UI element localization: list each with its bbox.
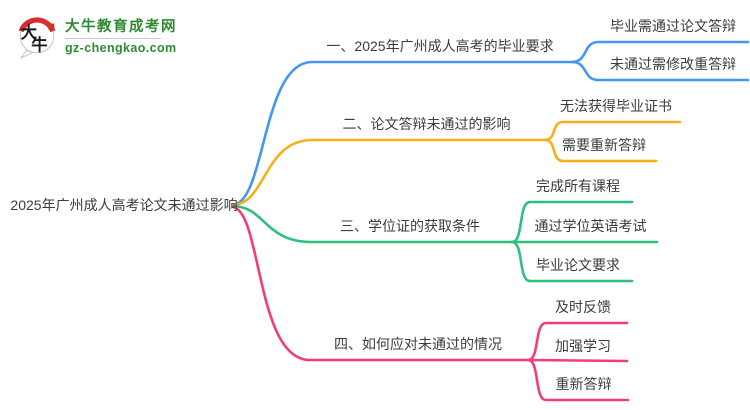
site-logo-url: gz-chengkao.com: [65, 40, 177, 55]
branch-4-child-3: 重新答辩: [555, 376, 612, 392]
svg-text:大: 大: [21, 23, 38, 42]
branch-1-child-1: 毕业需通过论文答辩: [610, 18, 736, 34]
root-topic: 2025年广州成人高考论文未通过影响: [10, 197, 238, 213]
branch-1-child-2: 未通过需修改重答辩: [610, 56, 736, 72]
branch-4-child-3-line: [526, 358, 630, 402]
branch-1-line: [231, 60, 574, 207]
branch-1-child-2-line: [570, 60, 750, 82]
site-logo-title: 大牛教育成考网: [65, 18, 177, 35]
branch-2-child-2-line: [543, 138, 658, 163]
branch-2-child-1: 无法获得毕业证书: [560, 98, 672, 114]
branch-3-child-1: 完成所有课程: [536, 178, 620, 194]
branch-3-line: [231, 204, 514, 244]
branch-2-child-2: 需要重新答辩: [562, 137, 646, 153]
branch-3-child-2: 通过学位英语考试: [534, 218, 647, 234]
branch-3-child-1-line: [510, 200, 634, 244]
svg-text:牛: 牛: [31, 35, 47, 54]
branch-4-child-1-line: [526, 321, 629, 362]
daniu-logo-icon: 大 牛: [18, 17, 56, 59]
branch-4-child-2: 加强学习: [555, 338, 611, 354]
branch-4-line: [231, 205, 530, 362]
branch-4-topic: 四、如何应对未通过的情况: [334, 336, 502, 352]
branch-3-child-3: 毕业论文要求: [536, 257, 620, 273]
branch-4-child-2-line: [526, 358, 629, 363]
branch-2-line: [231, 138, 547, 207]
site-logo: 大 牛 大牛教育成考网 gz-chengkao.com: [14, 12, 177, 60]
branch-3-topic: 三、学位证的获取条件: [340, 218, 480, 234]
branch-4-child-1: 及时反馈: [555, 299, 611, 315]
logo-divider: [65, 37, 161, 39]
branch-2-topic: 二、论文答辩未通过的影响: [342, 116, 511, 132]
branch-3-child-3-line: [510, 240, 634, 283]
branch-1-topic: 一、2025年广州成人高考的毕业要求: [326, 38, 554, 54]
